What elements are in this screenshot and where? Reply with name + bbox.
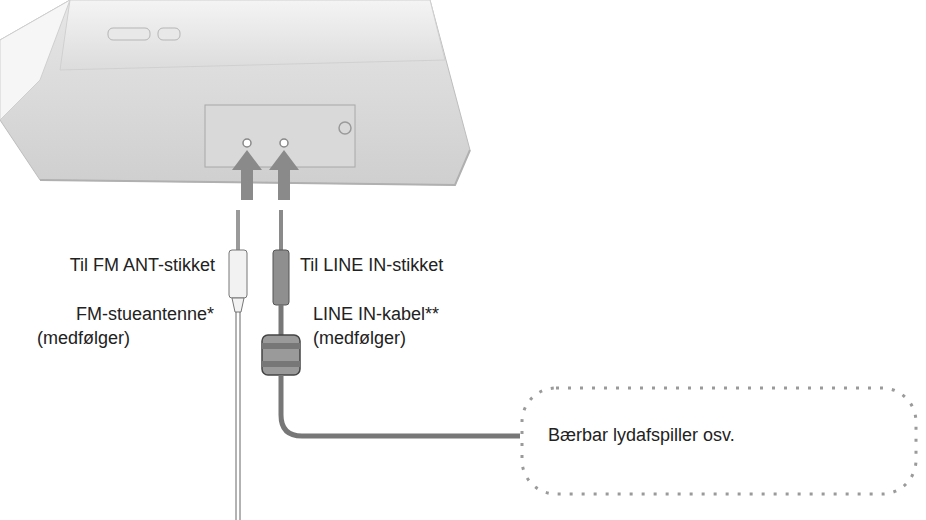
fm-plug bbox=[229, 250, 247, 298]
ferrite-core bbox=[262, 343, 300, 349]
line-in-plug bbox=[273, 250, 289, 305]
speaker-end bbox=[0, 0, 70, 120]
part-name: LINE IN-kabel** bbox=[313, 303, 439, 325]
dc-jack bbox=[339, 122, 351, 134]
connector-label: Til LINE IN-stikket bbox=[300, 254, 443, 276]
plug-tip bbox=[236, 210, 240, 250]
device-label: Bærbar lydafspiller osv. bbox=[548, 424, 735, 446]
connector-label: Til FM ANT-stikket bbox=[70, 254, 215, 276]
antenna-wire bbox=[236, 312, 237, 520]
part-note: (medfølger) bbox=[313, 327, 406, 349]
antenna-wire bbox=[240, 312, 241, 520]
device-box: Bærbar lydafspiller osv. bbox=[520, 386, 918, 496]
line-in-cable bbox=[281, 375, 520, 436]
insert-arrow bbox=[232, 150, 262, 200]
part-note: (medfølger) bbox=[37, 327, 130, 349]
ferrite-core bbox=[262, 335, 300, 375]
ferrite-core bbox=[262, 361, 300, 367]
insert-arrow bbox=[269, 150, 299, 200]
line-in-cable bbox=[279, 305, 284, 335]
fm-plug-boot bbox=[232, 298, 244, 312]
speaker-body bbox=[0, 0, 470, 185]
part-name: FM-stueantenne* bbox=[76, 303, 214, 325]
plug-tip bbox=[279, 210, 283, 250]
button bbox=[158, 28, 180, 40]
fm-ant-jack bbox=[243, 139, 251, 147]
button bbox=[108, 28, 150, 40]
speaker-top bbox=[60, 0, 445, 70]
line-in-jack bbox=[280, 139, 288, 147]
dashed-outline bbox=[522, 388, 916, 494]
